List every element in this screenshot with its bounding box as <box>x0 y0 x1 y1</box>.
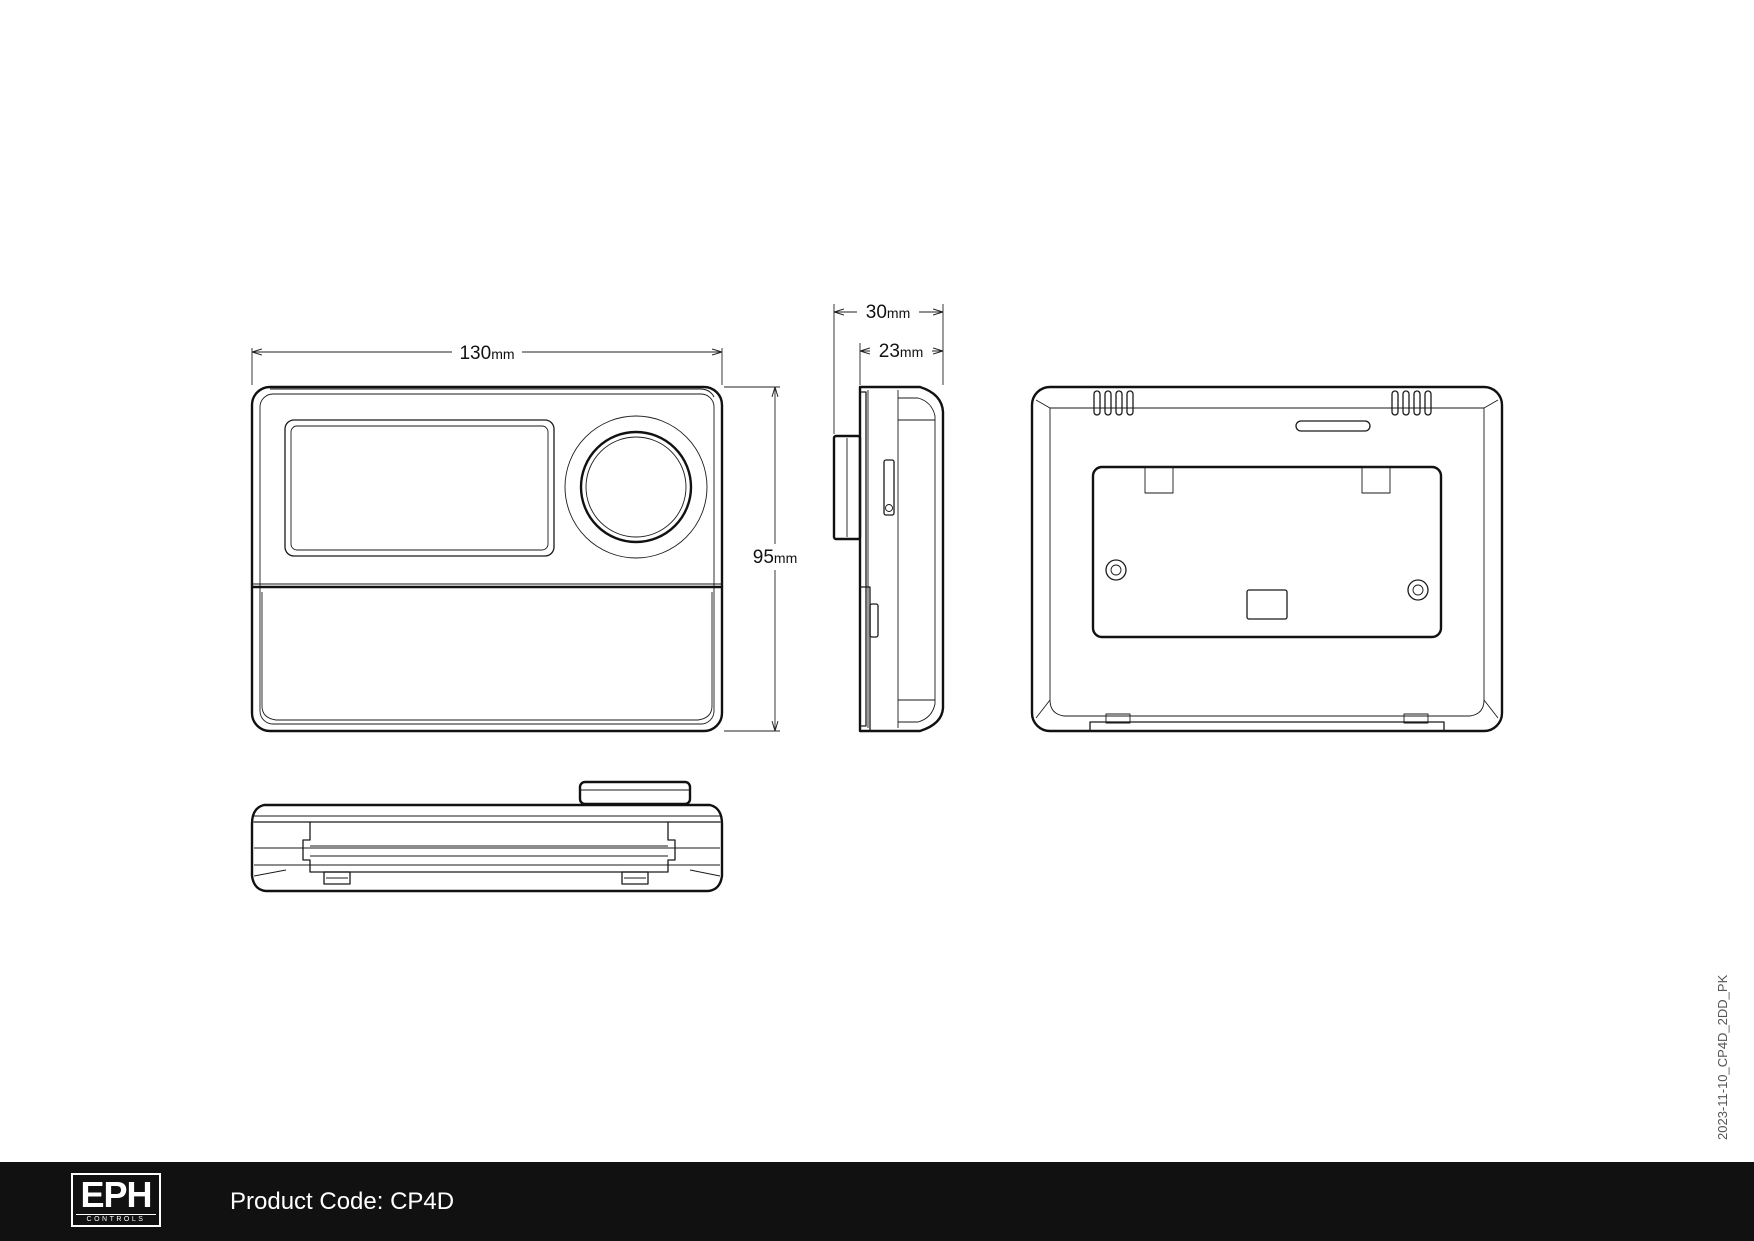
front-inner-bezel <box>259 393 715 725</box>
front-view <box>250 385 724 733</box>
side-body-outline <box>858 385 945 733</box>
display-window-outer <box>284 419 555 557</box>
rear-terminal-window <box>1246 589 1288 620</box>
rear-mounting-plate <box>1091 465 1443 639</box>
width-unit: mm <box>491 346 514 362</box>
rear-vent-slots-left <box>1093 390 1134 416</box>
technical-drawing: 130mm 95mm 30mm <box>250 299 1504 893</box>
width-value: 130 <box>459 343 491 364</box>
rear-clip-left <box>1144 466 1174 494</box>
rear-bottom-rail <box>1089 721 1445 732</box>
dimension-depth-body: 23mm <box>859 338 943 385</box>
rotary-dial <box>564 415 708 559</box>
bottom-foot-left <box>323 871 351 885</box>
document-reference: 2023-11-10_CP4D_2DD_PK <box>1715 974 1730 1140</box>
side-terminal-tab <box>859 586 871 732</box>
rear-bottom-tab-left <box>1105 713 1131 724</box>
rear-outer-housing <box>1030 385 1504 733</box>
depth-total-value: 30 <box>866 302 887 323</box>
rear-screw-left <box>1105 559 1127 581</box>
svg-text:23mm: 23mm <box>879 341 923 362</box>
rear-view <box>1030 385 1504 733</box>
rear-screw-right <box>1407 579 1429 601</box>
rear-bottom-tab-right <box>1403 713 1429 724</box>
front-outer-housing <box>250 385 724 733</box>
dimension-width: 130mm <box>251 340 723 385</box>
depth-body-value: 23 <box>879 341 900 362</box>
bottom-dial-profile <box>578 780 692 806</box>
eph-logo: EPH CONTROLS <box>71 1173 161 1227</box>
svg-text:130mm: 130mm <box>459 343 514 364</box>
side-slot <box>883 459 895 516</box>
bottom-backplate-recess <box>302 821 676 873</box>
display-window-inner <box>290 425 549 551</box>
rear-vent-slots-right <box>1391 390 1432 416</box>
dimension-height: 95mm <box>724 386 805 732</box>
rear-inner-frame <box>1049 407 1485 717</box>
front-top-flange <box>270 388 715 398</box>
height-value: 95 <box>753 547 774 568</box>
logo-subtext: CONTROLS <box>76 1214 156 1224</box>
rear-hanging-slot <box>1295 420 1371 432</box>
side-backplate <box>859 391 867 727</box>
side-view <box>832 385 945 733</box>
logo-wordmark: EPH <box>80 1174 152 1215</box>
product-code: Product Code: CP4D <box>230 1188 455 1215</box>
bottom-view <box>250 780 724 893</box>
side-screw <box>885 504 893 512</box>
height-unit: mm <box>774 550 797 566</box>
front-cover-lower-lip <box>261 592 713 721</box>
depth-body-unit: mm <box>900 344 923 360</box>
side-dial-profile <box>832 434 862 541</box>
dimension-depth-total: 30mm <box>833 299 944 434</box>
rear-clip-right <box>1361 466 1391 494</box>
bottom-outer-profile <box>250 803 724 893</box>
footer-bar: EPH CONTROLS Product Code: CP4D <box>0 1162 1754 1241</box>
svg-text:95mm: 95mm <box>753 547 797 568</box>
svg-text:30mm: 30mm <box>866 302 910 323</box>
depth-total-unit: mm <box>887 305 910 321</box>
bottom-foot-right <box>621 871 649 885</box>
